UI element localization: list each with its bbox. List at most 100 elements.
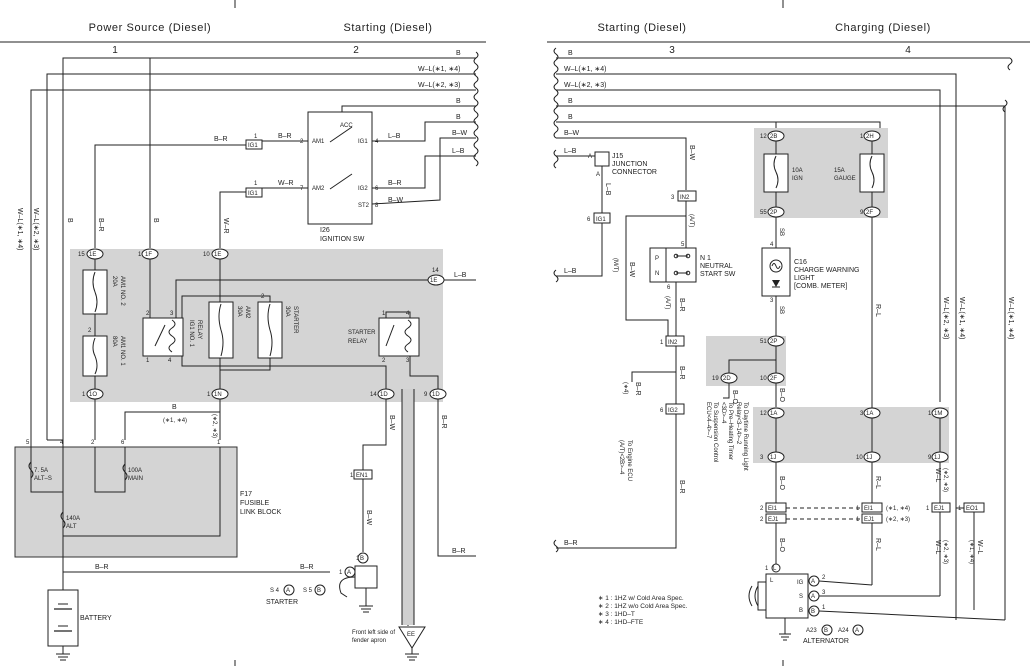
svg-text:3: 3 bbox=[406, 358, 410, 364]
svg-text:B: B bbox=[799, 608, 803, 614]
svg-text:[COMB. METER]: [COMB. METER] bbox=[794, 283, 847, 290]
svg-text:LINK BLOCK: LINK BLOCK bbox=[240, 509, 282, 516]
svg-text:4: 4 bbox=[168, 358, 172, 364]
ignition-sw-name: IGNITION SW bbox=[320, 236, 365, 243]
svg-text:C16: C16 bbox=[794, 259, 807, 266]
svg-text:W–L(∗1, ∗4): W–L(∗1, ∗4) bbox=[564, 66, 606, 73]
svg-text:51: 51 bbox=[760, 339, 767, 345]
connectors-1a-1j: 1A 12 1A 3 1M 1 R–L 1J 3 1J 10 1J 9 B–O … bbox=[760, 217, 949, 503]
svg-text:6: 6 bbox=[667, 285, 671, 291]
svg-text:STARTER: STARTER bbox=[292, 306, 298, 334]
header-right: Starting (Diesel) Charging (Diesel) 3 4 bbox=[547, 0, 1030, 666]
svg-text:A: A bbox=[811, 594, 815, 600]
svg-text:6: 6 bbox=[587, 217, 591, 223]
svg-text:1: 1 bbox=[822, 605, 826, 611]
svg-text:2D: 2D bbox=[723, 376, 731, 382]
svg-text:4: 4 bbox=[406, 311, 410, 317]
svg-text:14: 14 bbox=[370, 392, 377, 398]
svg-text:B–W: B–W bbox=[564, 130, 580, 137]
svg-text:A: A bbox=[588, 154, 592, 160]
connector-in2-top: IN2 bbox=[680, 195, 690, 201]
footnote-1: ∗ 1 : 1HZ w/ Cold Area Spec. bbox=[598, 595, 684, 602]
svg-text:10: 10 bbox=[856, 455, 863, 461]
svg-text:AM2: AM2 bbox=[244, 306, 250, 319]
footnote-2: ∗ 2 : 1HZ w/o Cold Area Spec. bbox=[598, 603, 687, 610]
alternator: L 1 L IG S B A 2 A 3 B 1 A23 B A24 A ALT… bbox=[748, 563, 1006, 645]
starter-label: STARTER bbox=[266, 599, 298, 606]
svg-text:2: 2 bbox=[382, 358, 386, 364]
svg-text:2H: 2H bbox=[866, 134, 874, 140]
svg-text:1: 1 bbox=[856, 506, 860, 512]
svg-text:3: 3 bbox=[760, 455, 764, 461]
svg-text:ALT–S: ALT–S bbox=[34, 476, 52, 482]
svg-text:W–L(∗1, ∗4): W–L(∗1, ∗4) bbox=[958, 297, 965, 339]
svg-text:2B: 2B bbox=[770, 134, 777, 140]
svg-text:R–L: R–L bbox=[874, 476, 881, 489]
svg-text:STARTER: STARTER bbox=[348, 330, 376, 336]
svg-text:B–W: B–W bbox=[628, 262, 635, 278]
svg-text:IG1 NO. 1: IG1 NO. 1 bbox=[188, 320, 194, 348]
svg-text:B–R: B–R bbox=[678, 366, 685, 380]
svg-text:9: 9 bbox=[424, 392, 428, 398]
svg-text:(∗1, ∗4): (∗1, ∗4) bbox=[886, 506, 910, 512]
charge-warning-light: SB 4 C16 CHARGE WARNING LIGHT [COMB. MET… bbox=[705, 217, 859, 471]
wire-label-b-vert: B bbox=[66, 218, 73, 223]
svg-text:1E: 1E bbox=[430, 278, 437, 284]
svg-text:1: 1 bbox=[339, 570, 343, 576]
section-number-4: 4 bbox=[905, 45, 911, 56]
neutral-start-switch: IN2 3 (A/T) 5 (M/T) B–W P N N 1 NEUTRAL … bbox=[556, 190, 736, 549]
svg-text:To Pre–Heating Timer: To Pre–Heating Timer bbox=[727, 402, 733, 460]
svg-text:1: 1 bbox=[350, 473, 354, 479]
svg-text:(∗2, ∗3): (∗2, ∗3) bbox=[942, 540, 948, 564]
svg-text:2P: 2P bbox=[770, 210, 777, 216]
svg-text:B: B bbox=[360, 556, 364, 562]
svg-text:1: 1 bbox=[138, 252, 142, 258]
connector-ig1-top: IG1 bbox=[248, 143, 258, 149]
ignition-sw-code: I26 bbox=[320, 227, 330, 234]
svg-text:B: B bbox=[568, 114, 573, 121]
svg-text:L–B: L–B bbox=[604, 183, 611, 196]
svg-text:100A: 100A bbox=[128, 468, 142, 474]
section-number-2: 2 bbox=[353, 45, 359, 56]
svg-text:1A: 1A bbox=[770, 411, 777, 417]
svg-text:1J: 1J bbox=[934, 455, 940, 461]
svg-text:MAIN: MAIN bbox=[128, 476, 143, 482]
svg-text:EO1: EO1 bbox=[966, 506, 979, 512]
svg-text:N: N bbox=[655, 271, 659, 277]
svg-text:Relay<3–14>–2: Relay<3–14>–2 bbox=[735, 402, 741, 445]
alternator-label: ALTERNATOR bbox=[803, 638, 849, 645]
svg-text:A23: A23 bbox=[806, 628, 817, 634]
connector-ig1-mid: IG1 bbox=[248, 191, 258, 197]
svg-text:B–R: B–R bbox=[634, 382, 641, 396]
svg-text:JUNCTION: JUNCTION bbox=[612, 161, 647, 168]
svg-text:(A/T): (A/T) bbox=[664, 296, 670, 309]
footnote-4: ∗ 4 : 1HD–FTE bbox=[598, 619, 644, 626]
svg-text:EI1: EI1 bbox=[864, 506, 874, 512]
svg-text:AM1 NO. 1: AM1 NO. 1 bbox=[119, 336, 125, 366]
svg-text:2P: 2P bbox=[770, 339, 777, 345]
battery: B–R B–R BATTERY bbox=[47, 564, 330, 661]
left-top-wires: B W–L(∗1, ∗4) W–L(∗2, ∗3) B W–L(∗1, ∗4) … bbox=[16, 50, 479, 600]
svg-text:B: B bbox=[811, 609, 815, 615]
wire-label-b2: B bbox=[456, 98, 461, 105]
svg-text:L–B: L–B bbox=[564, 148, 577, 155]
wire-label-wl23: W–L(∗2, ∗3) bbox=[418, 82, 460, 89]
svg-text:B–W: B–W bbox=[452, 130, 468, 137]
right-top-wires: B W–L(∗1, ∗4) W–L(∗2, ∗3) B B B–W B–W W–… bbox=[556, 50, 1014, 620]
svg-text:L–B: L–B bbox=[388, 133, 401, 140]
svg-text:1: 1 bbox=[382, 311, 386, 317]
svg-text:B: B bbox=[172, 404, 177, 411]
svg-text:W–R: W–R bbox=[222, 218, 229, 234]
svg-text:EI1: EI1 bbox=[768, 506, 778, 512]
wire-label-b: B bbox=[456, 50, 461, 57]
svg-text:(∗2, ∗3): (∗2, ∗3) bbox=[942, 468, 948, 492]
svg-text:B–O: B–O bbox=[778, 538, 785, 553]
battery-label: BATTERY bbox=[80, 615, 112, 622]
svg-text:B–R: B–R bbox=[97, 218, 104, 232]
svg-text:B: B bbox=[456, 114, 461, 121]
fusible-link-block bbox=[14, 446, 238, 558]
svg-text:1: 1 bbox=[146, 358, 150, 364]
svg-text:ALT: ALT bbox=[66, 524, 77, 530]
svg-text:R–L: R–L bbox=[874, 538, 881, 551]
svg-text:(∗1, ∗4): (∗1, ∗4) bbox=[163, 418, 187, 424]
